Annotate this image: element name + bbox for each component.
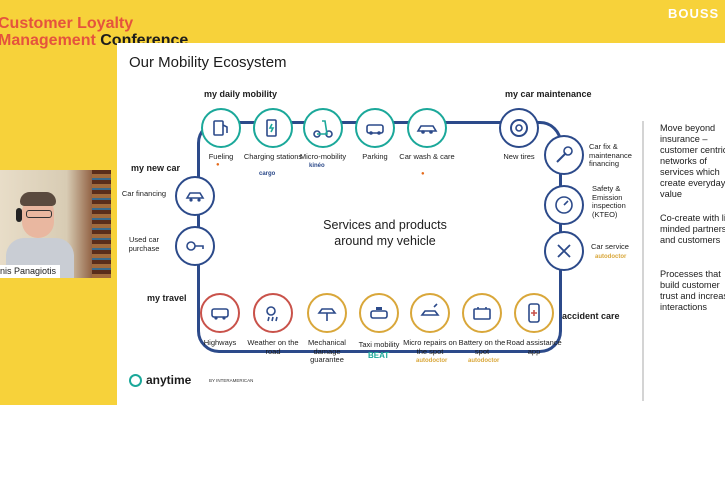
slide-title: Our Mobility Ecosystem (129, 54, 287, 71)
by-interamerican-label: BY INTERAMERICAN (209, 378, 254, 383)
car-wash-icon (416, 125, 438, 134)
anytime-mark-icon (129, 374, 142, 387)
safety-label: Safety & Emission inspection (KTEO) (592, 184, 626, 219)
section-accident-care: accident care (562, 311, 620, 321)
car-financing-label: Car financing (121, 189, 167, 198)
car-service-node[interactable] (544, 231, 584, 271)
anytime-logo-text: anytime (146, 373, 192, 387)
weather-node[interactable] (253, 293, 293, 333)
parking-label: Parking (362, 152, 388, 161)
fueling-label: Fueling (208, 152, 234, 161)
key-icon (186, 241, 204, 251)
phone-app-icon (528, 303, 540, 323)
tire-icon (510, 119, 528, 137)
new-tires-node[interactable] (499, 108, 539, 148)
center-text-line1: Services and products (323, 218, 447, 232)
gauge-icon (555, 196, 573, 214)
slide: Our Mobility Ecosystem Services and prod… (117, 43, 725, 405)
taxi-label: Taxi mobility (358, 340, 400, 349)
micro-repairs-node[interactable] (410, 293, 450, 333)
fueling-node[interactable] (201, 108, 241, 148)
center-text: Services and products around my vehicle (315, 217, 455, 249)
charging-icon (266, 119, 277, 137)
center-text-line2: around my vehicle (334, 234, 436, 248)
section-new-car: my new car (131, 163, 181, 173)
mechanical-label: Mechanical damage guarantee (308, 338, 346, 364)
car-service-label: Car service (591, 242, 629, 251)
speaker-video[interactable] (0, 170, 111, 278)
car-wash-node[interactable] (407, 108, 447, 148)
car-hand-icon (185, 192, 205, 202)
parking-node[interactable] (355, 108, 395, 148)
highways-node[interactable] (200, 293, 240, 333)
glasses-icon (26, 210, 52, 218)
mechanical-node[interactable] (307, 293, 347, 333)
car-lift-icon (317, 308, 337, 321)
car-financing-node[interactable] (175, 176, 215, 216)
micro-repairs-label: Micro repairs on the spot (403, 338, 457, 356)
right-panel-text-1: Move beyond insurance – customer centric… (660, 123, 725, 199)
charging-node[interactable] (253, 108, 293, 148)
scooter-icon (313, 120, 333, 138)
used-car-label: Used car purchase (128, 235, 160, 253)
car-service-partner-logo: autodoctor (595, 254, 627, 260)
micro-repairs-partner-logo: autodoctor (416, 358, 448, 364)
conference-title-line1: Customer Loyalty (0, 15, 134, 32)
road-assistance-label: Road assistance app (506, 338, 562, 356)
speaker-hair (20, 192, 56, 206)
speaker-name-label: nis Panagiotis (0, 265, 61, 278)
new-tires-label: New tires (503, 152, 535, 161)
shell-logo-icon: ● (216, 162, 220, 168)
fuel-icon (213, 120, 228, 136)
section-travel: my travel (147, 293, 187, 303)
section-daily-mobility: my daily mobility (204, 89, 278, 99)
right-panel-text-3: Processes that build customer trust and … (660, 269, 725, 312)
weather-icon (266, 306, 278, 322)
taxi-node[interactable] (359, 293, 399, 333)
right-panel-text-2: Co-create with like-minded partners and … (660, 213, 725, 245)
safety-node[interactable] (544, 185, 584, 225)
taxi-partner-logo: BEAT (368, 351, 390, 360)
battery-partner-logo: autodoctor (468, 358, 500, 364)
bookshelf (92, 170, 111, 278)
micro-mobility-label: Micro-mobility (299, 152, 347, 161)
headset-icon (16, 208, 22, 222)
car-fix-label: Car fix & maintenance financing (589, 142, 632, 168)
micro-partner-logo: kinéo (309, 163, 325, 169)
shell-logo-2-icon: ● (421, 171, 425, 177)
anytime-logo: anytime (129, 373, 191, 387)
taxi-icon (370, 307, 388, 319)
highway-icon (211, 308, 229, 320)
battery-label: Battery on the spot (458, 338, 506, 356)
micro-mobility-node[interactable] (303, 108, 343, 148)
charging-partner-logo: cargo (259, 171, 276, 177)
battery-node[interactable] (462, 293, 502, 333)
road-assistance-node[interactable] (514, 293, 554, 333)
wrench-icon (556, 146, 573, 163)
weather-label: Weather on the road (247, 338, 299, 356)
car-fix-node[interactable] (544, 135, 584, 175)
service-tools-icon (557, 244, 571, 258)
conference-title-line2a: Management (0, 32, 96, 49)
brand-logo: BOUSS (668, 6, 720, 21)
highways-label: Highways (203, 338, 237, 347)
used-car-node[interactable] (175, 226, 215, 266)
charging-label: Charging stations (243, 152, 303, 161)
presentation-stage: Customer Loyalty Management Conference B… (0, 0, 725, 405)
repair-icon (420, 303, 440, 316)
battery-icon (473, 307, 491, 320)
parking-car-icon (366, 124, 384, 135)
car-wash-label: Car wash & care (399, 152, 455, 161)
section-car-maintenance: my car maintenance (505, 89, 592, 99)
right-panel-divider (642, 121, 644, 401)
